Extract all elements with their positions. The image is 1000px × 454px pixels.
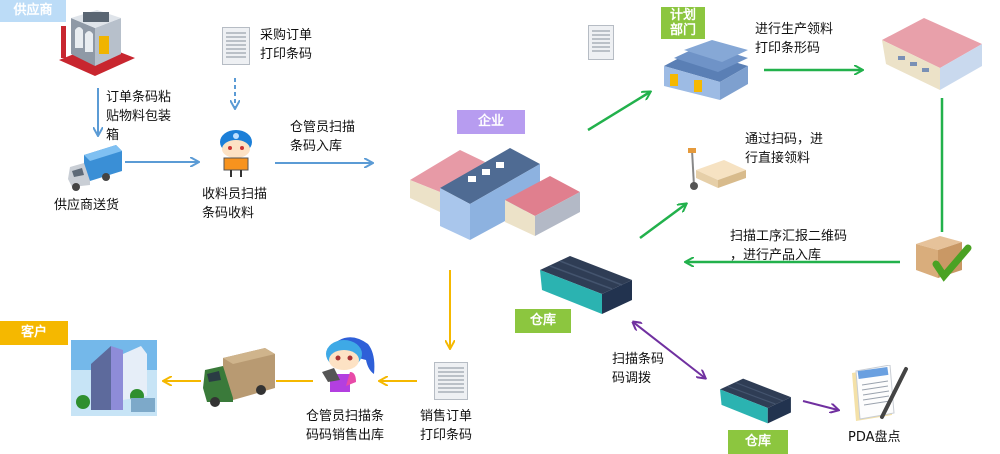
purchase-order-document-icon — [222, 27, 250, 65]
receiver-scan-label: 收料员扫描 条码收料 — [202, 187, 268, 221]
main-warehouse-icon — [540, 256, 632, 314]
workshop-building-icon — [882, 18, 982, 90]
supplier-factory-icon — [59, 10, 135, 76]
arrow-warehouse-to-pallet — [639, 204, 686, 240]
customer-building-icon — [71, 340, 157, 416]
enterprise-building-icon — [410, 148, 580, 240]
warehouse-keeper-girl-icon — [322, 337, 375, 392]
report-qr-label: 扫描工序汇报二维码 ，进行产品入库 — [730, 229, 848, 263]
product-box-check-icon — [916, 236, 972, 282]
plan-dept-tag: 计划 部门 — [661, 7, 705, 39]
arrow-enterprise-to-plan — [587, 92, 650, 132]
keeper-scan-out-label: 仓管员扫描条 码码销售出库 — [306, 409, 385, 443]
direct-pick-label: 通过扫码，进 行直接领料 — [745, 132, 824, 166]
sub-warehouse-icon — [720, 378, 791, 424]
sales-order-label: 销售订单 打印条码 — [420, 409, 473, 443]
warehouse-sub-tag: 仓库 — [728, 430, 788, 454]
pda-document-pen-icon — [852, 365, 908, 421]
delivery-truck-icon — [203, 348, 275, 407]
warehouse-main-tag: 仓库 — [515, 309, 571, 333]
customer-tag: 客户 — [0, 321, 68, 345]
enterprise-tag: 企业 — [457, 110, 525, 134]
purchase-order-label: 采购订单 打印条码 — [260, 28, 313, 62]
pda-count-label: PDA盘点 — [848, 430, 901, 445]
arrow-warehouse-to-pda — [802, 400, 838, 410]
pallet-jack-icon — [688, 148, 746, 190]
supplier-truck-icon — [68, 145, 122, 191]
keeper-scan-in-label: 仓管员扫描 条码入库 — [290, 120, 356, 154]
transfer-label: 扫描条码 码调拨 — [612, 352, 665, 386]
sales-order-document-icon — [434, 362, 468, 400]
plan-dept-building-icon — [664, 40, 748, 100]
production-document-icon — [588, 25, 614, 60]
production-pick-label: 进行生产领料 打印条形码 — [755, 22, 834, 56]
label-boxes-label: 订单条码粘 贴物料包装 箱 — [106, 90, 172, 143]
receiver-worker-icon — [220, 130, 252, 177]
supplier-delivery-label: 供应商送货 — [54, 198, 120, 213]
supplier-tag: 供应商 — [0, 0, 66, 22]
